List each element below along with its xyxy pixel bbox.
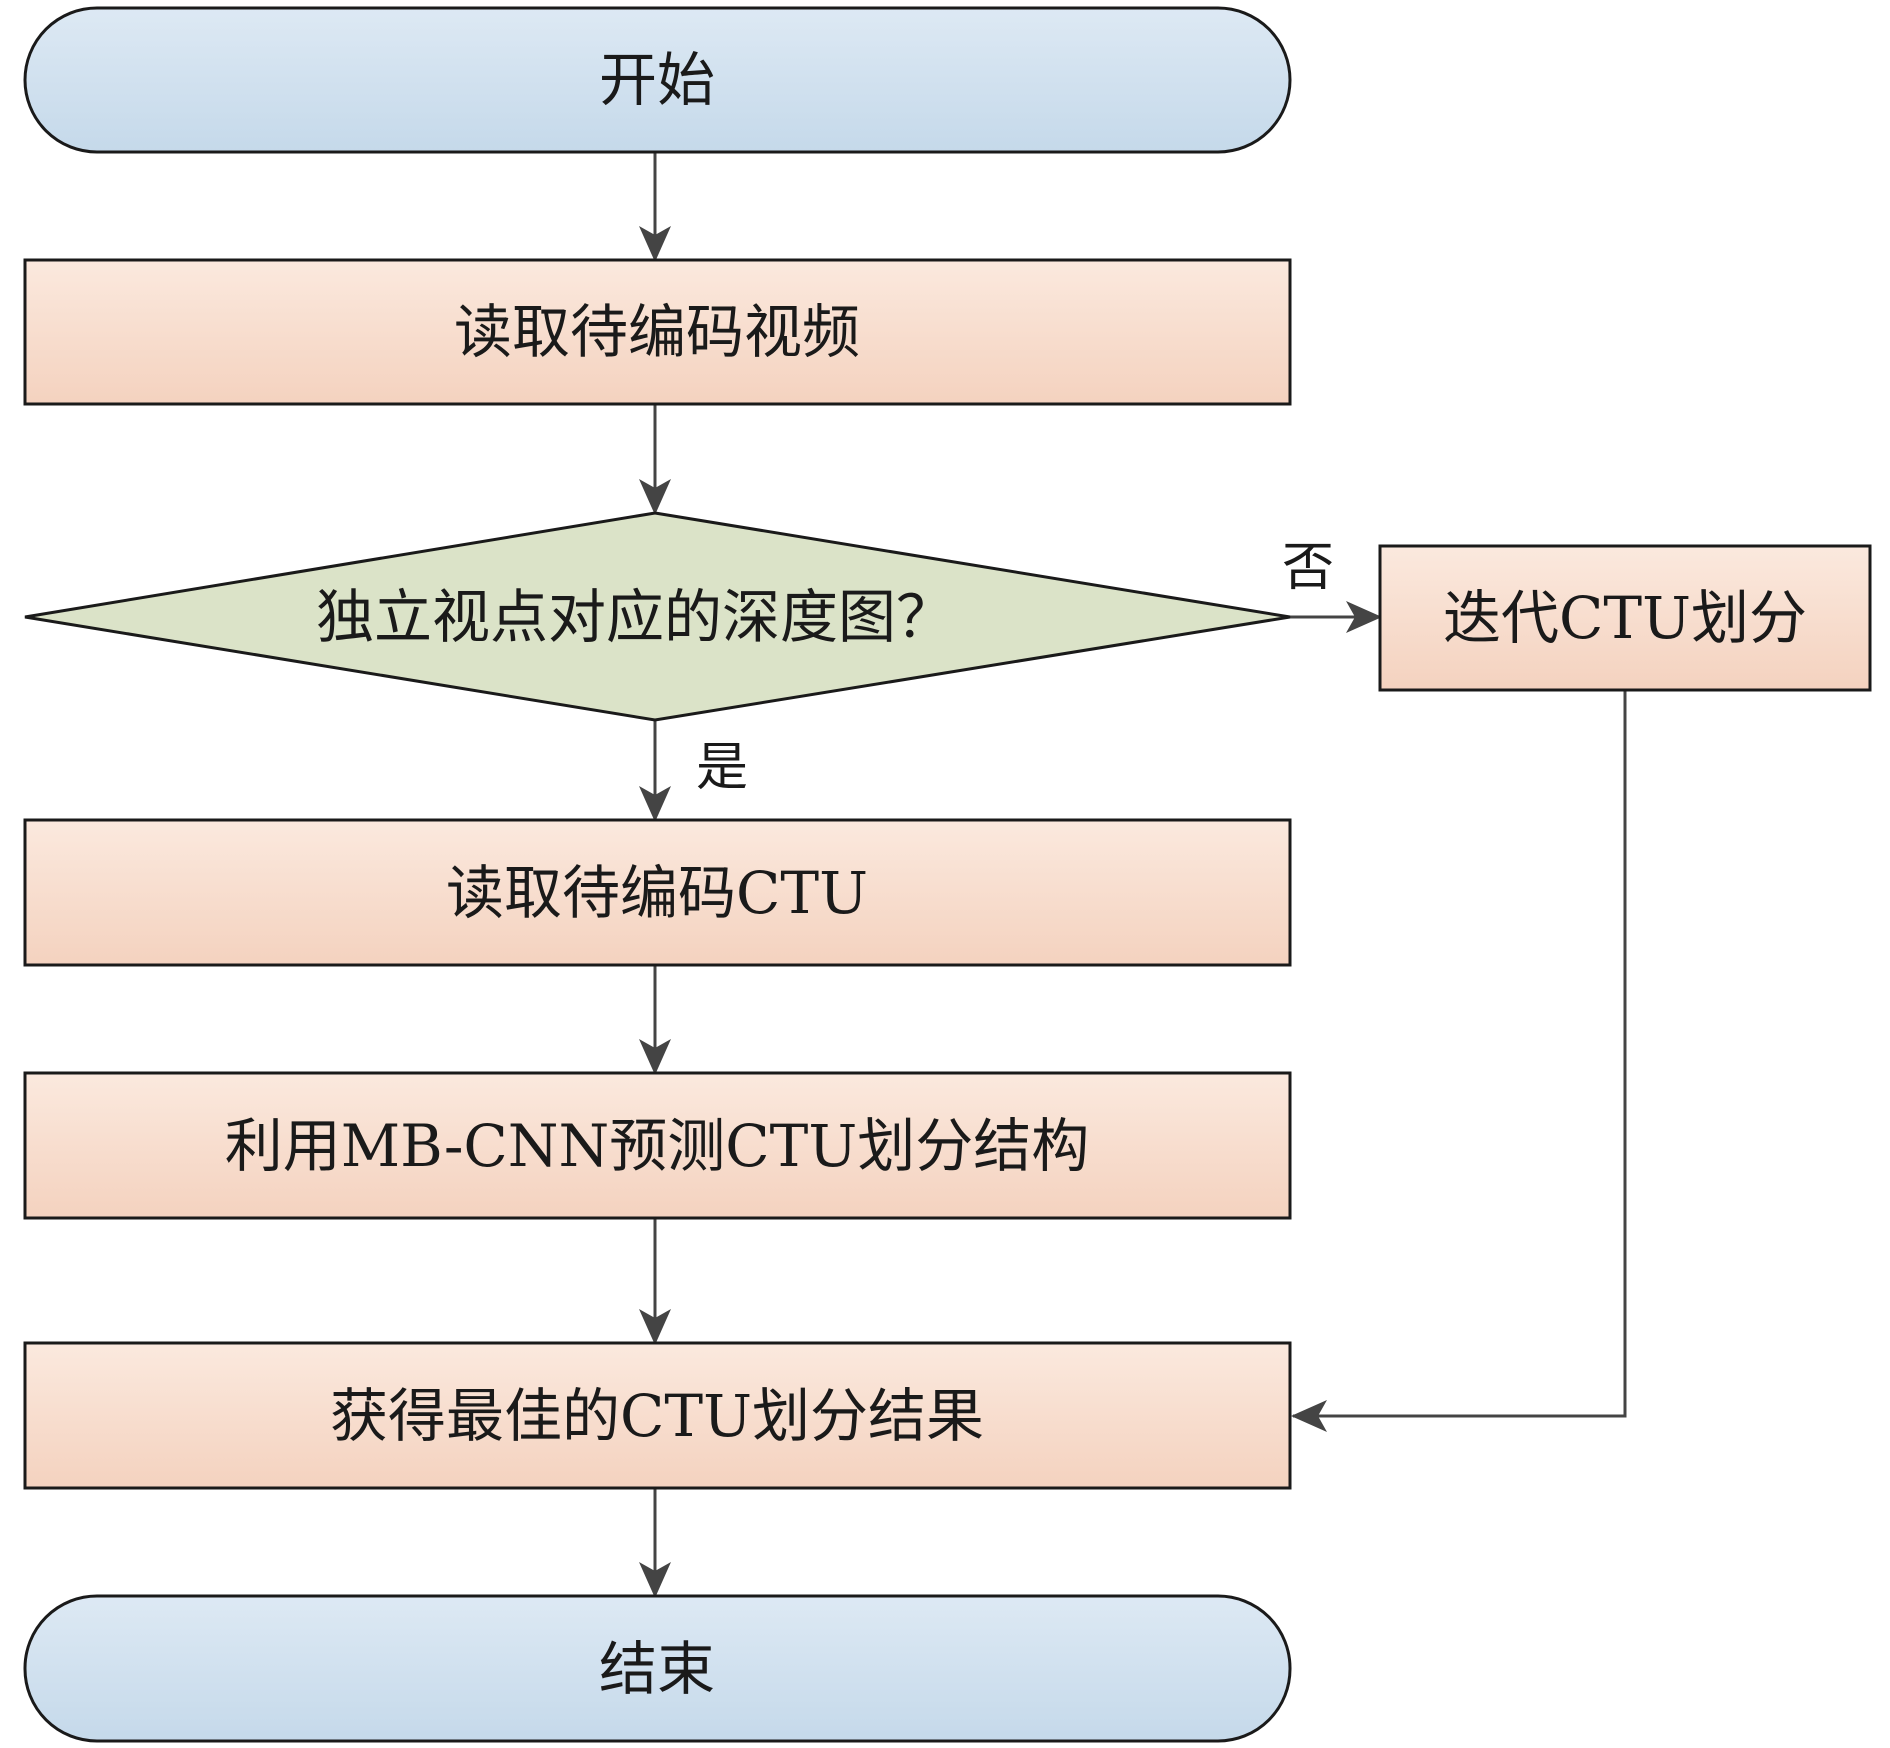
read-video-process-shape bbox=[23, 258, 1292, 406]
edges bbox=[639, 152, 1627, 1598]
edge-iterate-to-best-result bbox=[1291, 690, 1627, 1432]
start-node: 开始 bbox=[23, 6, 1292, 154]
read-video-node: 读取待编码视频 bbox=[23, 258, 1292, 406]
end-terminal-shape bbox=[23, 1594, 1292, 1743]
end-node: 结束 bbox=[23, 1594, 1292, 1743]
iterate-node: 迭代CTU划分 bbox=[1378, 544, 1872, 692]
edge-label-yes: 是 bbox=[696, 738, 748, 798]
decision-node: 独立视点对应的深度图？ bbox=[24, 511, 1291, 722]
end-label: 结束 bbox=[599, 1635, 715, 1703]
predict-process-shape bbox=[23, 1071, 1292, 1220]
best-result-label: 获得最佳的CTU划分结果 bbox=[330, 1382, 984, 1450]
start-terminal-shape bbox=[23, 6, 1292, 154]
predict-label: 利用MB-CNN预测CTU划分结构 bbox=[225, 1112, 1090, 1180]
read-ctu-node: 读取待编码CTU bbox=[23, 818, 1292, 967]
iterate-process-shape bbox=[1378, 544, 1872, 692]
read-ctu-label: 读取待编码CTU bbox=[446, 859, 868, 927]
best-result-node: 获得最佳的CTU划分结果 bbox=[23, 1341, 1292, 1490]
start-label: 开始 bbox=[599, 46, 715, 114]
predict-node: 利用MB-CNN预测CTU划分结构 bbox=[23, 1071, 1292, 1220]
read-ctu-process-shape bbox=[23, 818, 1292, 967]
decision-label: 独立视点对应的深度图？ bbox=[316, 583, 954, 651]
edge-label-no: 否 bbox=[1282, 538, 1334, 598]
best-result-process-shape bbox=[23, 1341, 1292, 1490]
iterate-label: 迭代CTU划分 bbox=[1443, 584, 1807, 652]
decision-diamond-shape bbox=[24, 511, 1291, 722]
read-video-label: 读取待编码视频 bbox=[454, 298, 860, 366]
